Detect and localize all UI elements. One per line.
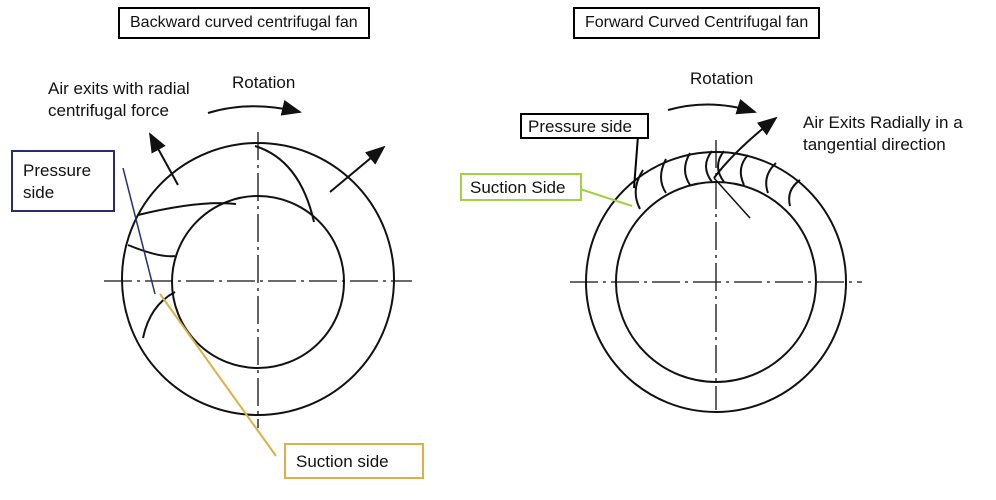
forward-air-arrow — [713, 116, 778, 179]
backward-blade — [254, 145, 315, 223]
backward-air-label: Air exits with radial centrifugal force — [48, 79, 190, 120]
backward-rotation-label: Rotation — [232, 73, 296, 92]
forward-blade — [788, 179, 801, 207]
forward-blade — [705, 150, 713, 183]
forward-fan — [570, 99, 862, 413]
forward-title: Forward Curved Centrifugal fan — [573, 7, 821, 39]
forward-suction-pointer — [579, 188, 633, 207]
forward-air-label: Air Exits Radially in a tangential direc… — [803, 113, 963, 154]
backward-rotation-arrow — [207, 100, 302, 116]
forward-blade — [634, 169, 644, 210]
forward-pressure-side-box: Pressure side — [520, 113, 649, 139]
forward-blade — [660, 158, 667, 194]
backward-suction-side-box: Suction side — [284, 443, 424, 479]
forward-pressure-pointer — [633, 135, 639, 189]
backward-pressure-pointer — [122, 167, 156, 295]
forward-blade — [684, 152, 691, 186]
backward-blade — [127, 244, 176, 258]
forward-suction-side-box: Suction Side — [460, 173, 582, 201]
backward-air-arrow-right — [329, 145, 386, 193]
backward-fan — [104, 100, 412, 428]
backward-pressure-side-box: Pressure side — [11, 150, 115, 212]
backward-suction-pointer — [159, 293, 277, 457]
forward-blade — [739, 154, 749, 186]
backward-air-arrow-left — [149, 132, 179, 186]
backward-title: Backward curved centrifugal fan — [118, 7, 370, 39]
backward-blade — [137, 202, 237, 216]
forward-blade — [717, 150, 725, 183]
forward-rotation-arrow — [667, 99, 757, 115]
forward-blade — [765, 162, 777, 194]
forward-air-tangent — [713, 177, 751, 219]
backward-blade — [142, 291, 176, 339]
forward-rotation-label: Rotation — [690, 69, 754, 88]
